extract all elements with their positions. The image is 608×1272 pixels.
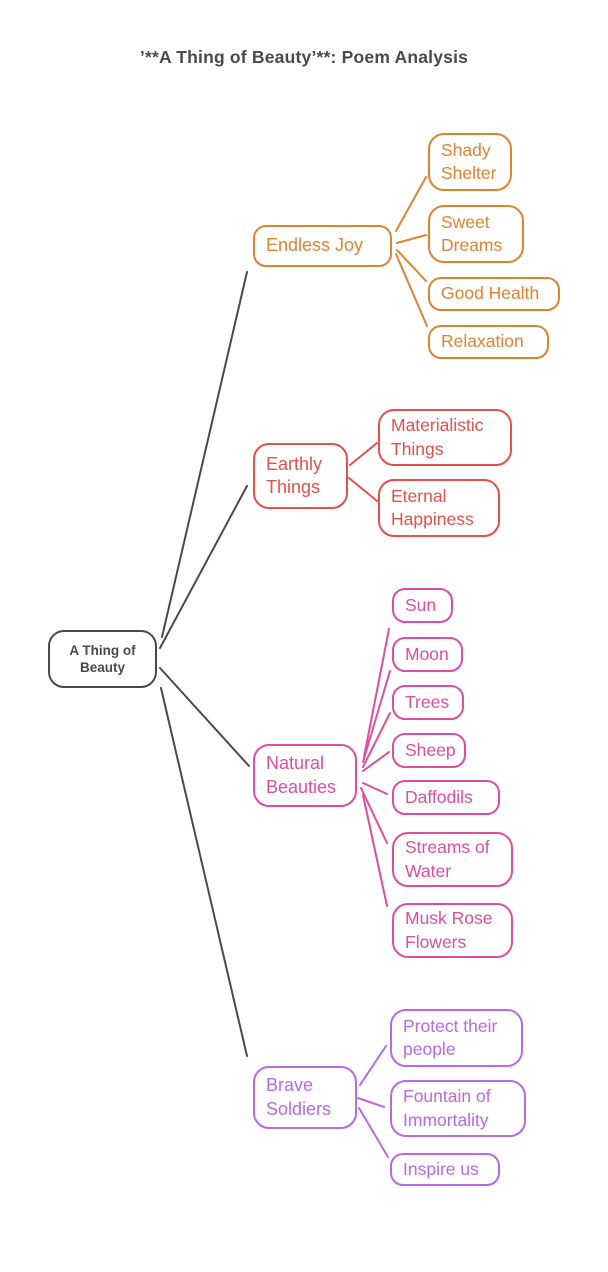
leaf-trees-label: Trees [405, 691, 450, 712]
leaf-eternal-happiness-label: Eternal Happiness [391, 485, 474, 530]
branch-endless-joy: Endless Joy [253, 225, 392, 267]
leaf-shady-shelter: Shady Shelter [428, 133, 512, 191]
leaf-materialistic-things-label: Materialistic Things [391, 415, 484, 459]
leaf-sheep-label: Sheep [405, 739, 456, 760]
edge-sun [363, 628, 390, 758]
edge-root-endless-joy [161, 271, 248, 638]
leaf-sweet-dreams-label: Sweet Dreams [441, 211, 503, 256]
leaf-shady-shelter-label: Shady Shelter [441, 139, 497, 184]
edge-daffodils [362, 782, 388, 795]
branch-natural-beauties-label: Natural Beauties [266, 753, 337, 797]
leaf-sweet-dreams: Sweet Dreams [428, 205, 524, 263]
edge-eternal-happiness [348, 477, 378, 502]
edge-shady-shelter [395, 176, 427, 232]
edge-streams-of-water [360, 787, 388, 844]
leaf-daffodils-label: Daffodils [405, 786, 473, 807]
edge-sweet-dreams [396, 234, 427, 244]
edge-trees [362, 712, 391, 768]
leaf-relaxation-label: Relaxation [441, 331, 524, 352]
leaf-protect-their-people: Protect their people [390, 1009, 523, 1067]
branch-brave-soldiers-label: Brave Soldiers [266, 1075, 332, 1119]
leaf-musk-rose-flowers: Musk Rose Flowers [392, 903, 513, 958]
leaf-protect-their-people-label: Protect their people [403, 1015, 498, 1060]
leaf-sheep: Sheep [392, 733, 466, 768]
leaf-streams-of-water-label: Streams of Water [405, 837, 490, 881]
diagram-title: ’**A Thing of Beauty’**: Poem Analysis [139, 47, 469, 67]
leaf-good-health-label: Good Health [441, 283, 540, 304]
edge-good-health [396, 249, 427, 282]
leaf-trees: Trees [392, 685, 464, 720]
leaf-relaxation: Relaxation [428, 325, 549, 359]
edge-inspire-us [358, 1107, 389, 1158]
branch-natural-beauties: Natural Beauties [253, 744, 357, 807]
edge-sheep [362, 751, 390, 772]
edge-protect-their-people [359, 1045, 387, 1086]
edge-root-natural-beauties [159, 667, 250, 767]
leaf-sun-label: Sun [405, 594, 437, 615]
edge-moon [362, 670, 391, 763]
leaf-eternal-happiness: Eternal Happiness [378, 479, 500, 537]
edge-root-brave-soldiers [160, 687, 248, 1057]
branch-earthly-things-label: Earthly Things [266, 453, 323, 498]
leaf-sun: Sun [392, 588, 453, 623]
root-node-label: A Thing of Beauty [69, 643, 136, 675]
edge-musk-rose-flowers [362, 794, 388, 907]
leaf-streams-of-water: Streams of Water [392, 832, 513, 887]
branch-earthly-things: Earthly Things [253, 443, 348, 509]
leaf-fountain-of-immortality: Fountain of Immortality [390, 1080, 526, 1137]
root-node: A Thing of Beauty [48, 630, 157, 688]
leaf-daffodils: Daffodils [392, 780, 500, 815]
leaf-fountain-of-immortality-label: Fountain of Immortality [403, 1086, 491, 1130]
leaf-moon-label: Moon [405, 643, 449, 664]
branch-endless-joy-label: Endless Joy [266, 235, 364, 256]
edge-materialistic-things [349, 442, 378, 466]
leaf-inspire-us-label: Inspire us [403, 1158, 479, 1179]
edge-relaxation [395, 253, 428, 327]
leaf-moon: Moon [392, 637, 463, 672]
branch-brave-soldiers: Brave Soldiers [253, 1066, 357, 1129]
edge-root-earthly-things [159, 485, 248, 649]
leaf-musk-rose-flowers-label: Musk Rose Flowers [405, 908, 493, 952]
leaf-good-health: Good Health [428, 277, 560, 311]
leaf-materialistic-things: Materialistic Things [378, 409, 512, 466]
edge-fountain-of-immortality [357, 1097, 385, 1108]
leaf-inspire-us: Inspire us [390, 1153, 500, 1186]
